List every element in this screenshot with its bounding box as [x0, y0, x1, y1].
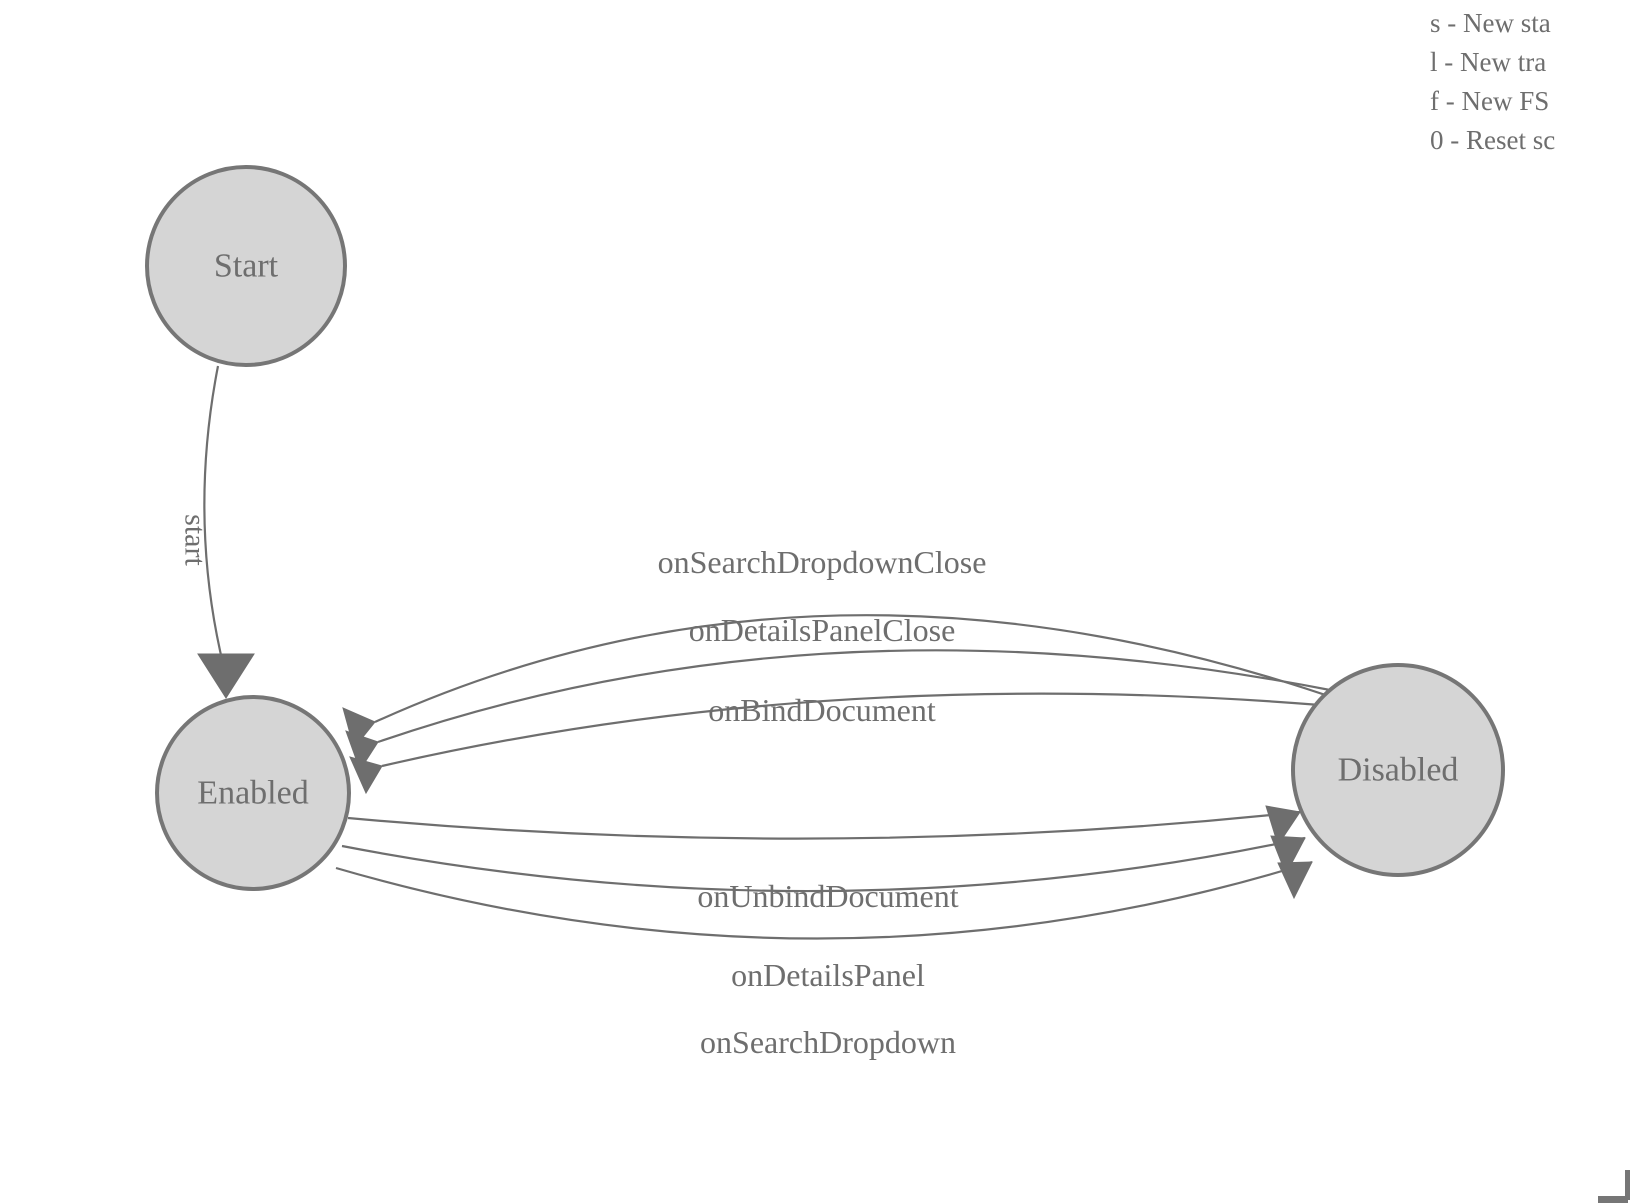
edge-path-onunbinddocument[interactable]: [347, 810, 1301, 840]
help-line-reset-scale: 0 - Reset sc: [1430, 125, 1556, 155]
edge-group-start-to-enabled: [197, 365, 255, 699]
edge-label-onbinddocument: onBindDocument: [708, 692, 936, 728]
edge-path-ondetailspanelclose[interactable]: [377, 649, 1331, 744]
edge-path-onsearchdropdownclose[interactable]: [374, 614, 1341, 724]
horizontal-scrollbar-thumb[interactable]: [1598, 1196, 1628, 1203]
keyboard-shortcut-help: s - New sta l - New tra f - New FS 0 - R…: [1430, 0, 1632, 160]
arrowhead-onsearchdropdownclose: [342, 707, 376, 750]
edge-path-onbinddocument[interactable]: [381, 692, 1321, 768]
arrowhead-start: [197, 653, 255, 699]
edge-path-onsearchdropdown[interactable]: [335, 860, 1313, 940]
node-start-circle[interactable]: [145, 165, 347, 367]
node-start-label: Start: [214, 248, 279, 285]
arrowhead-ondetailspanel: [1270, 835, 1306, 876]
edge-label-onsearchdropdown: onSearchDropdown: [700, 1024, 956, 1060]
node-start[interactable]: Start: [145, 165, 347, 367]
edge-label-onunbinddocument: onUnbindDocument: [697, 878, 958, 914]
node-enabled-circle[interactable]: [155, 695, 351, 891]
node-enabled[interactable]: Enabled: [155, 695, 351, 891]
arrowhead-onbinddocument: [349, 756, 383, 795]
node-enabled-label: Enabled: [197, 775, 308, 812]
edge-label-start: start: [179, 514, 212, 566]
arrowhead-onunbinddocument: [1265, 805, 1301, 847]
help-line-new-fsm: f - New FS: [1430, 86, 1550, 116]
node-disabled[interactable]: Disabled: [1291, 663, 1505, 877]
edge-label-onsearchdropdownclose: onSearchDropdownClose: [658, 544, 987, 580]
edge-path-start[interactable]: [203, 365, 226, 669]
edge-group-disabled-to-enabled: [342, 614, 1341, 795]
edge-path-ondetailspanel[interactable]: [341, 836, 1306, 893]
arrowhead-ondetailspanelclose: [345, 730, 379, 772]
edge-label-ondetailspanelclose: onDetailsPanelClose: [689, 612, 956, 648]
edge-group-enabled-to-disabled: [335, 805, 1313, 940]
help-line-new-transition: l - New tra: [1430, 47, 1547, 77]
edge-label-ondetailspanel: onDetailsPanel: [731, 957, 925, 993]
arrowhead-onsearchdropdown: [1277, 861, 1313, 900]
node-disabled-label: Disabled: [1338, 752, 1459, 789]
vertical-scrollbar-thumb[interactable]: [1625, 1170, 1630, 1200]
help-line-new-state: s - New sta: [1430, 8, 1551, 38]
node-disabled-circle[interactable]: [1291, 663, 1505, 877]
